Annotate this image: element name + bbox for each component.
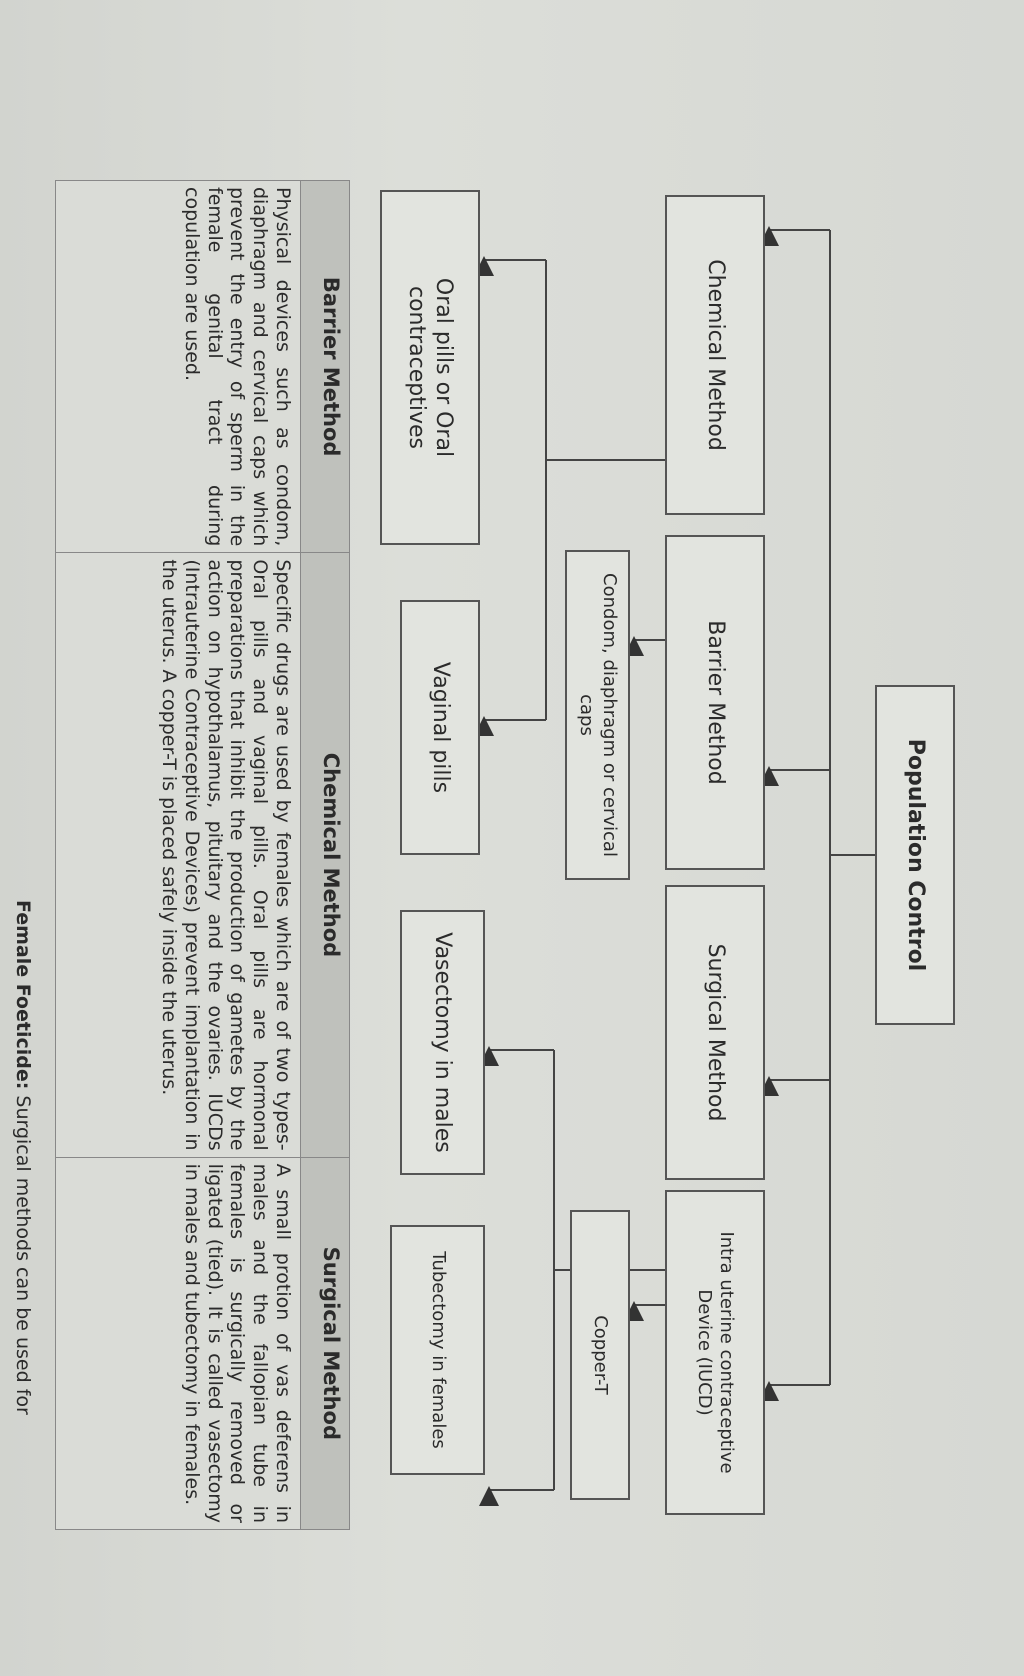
node-copper-t: Copper-T [570, 1210, 630, 1500]
footer-term: Female Foeticide: [12, 900, 34, 1090]
node-surgical-method: Surgical Method [665, 885, 765, 1180]
node-vaginal-pills: Vaginal pills [400, 600, 480, 855]
cell-barrier: Physical devices such as condom, diaphra… [55, 180, 301, 553]
header-surgical: Surgical Method [300, 1157, 350, 1530]
node-vasectomy: Vasectomy in males [400, 910, 485, 1175]
cell-surgical: A small protion of vas deferens in males… [55, 1157, 301, 1530]
node-oral-pills: Oral pills or Oral contraceptives [380, 190, 480, 545]
node-chemical-method: Chemical Method [665, 195, 765, 515]
methods-table: Barrier Method Chemical Method Surgical … [55, 180, 350, 1530]
node-tubectomy: Tubectomy in females [390, 1225, 485, 1475]
footer-text: Female Foeticide: Surgical methods can b… [12, 900, 34, 1415]
cell-chemical: Specific drugs are used by females which… [55, 552, 301, 1158]
node-population-control: Population Control [875, 685, 955, 1025]
table-row: Physical devices such as condom, diaphra… [55, 180, 301, 1530]
table-header-row: Barrier Method Chemical Method Surgical … [300, 180, 350, 1530]
footer-body: Surgical methods can be used for [12, 1095, 34, 1415]
header-chemical: Chemical Method [300, 552, 350, 1158]
header-barrier: Barrier Method [300, 180, 350, 553]
node-iucd: Intra uterine contraceptive Device (IUCD… [665, 1190, 765, 1515]
node-condom-diaphragm: Condom, diaphragm or cervical caps [565, 550, 630, 880]
node-barrier-method: Barrier Method [665, 535, 765, 870]
